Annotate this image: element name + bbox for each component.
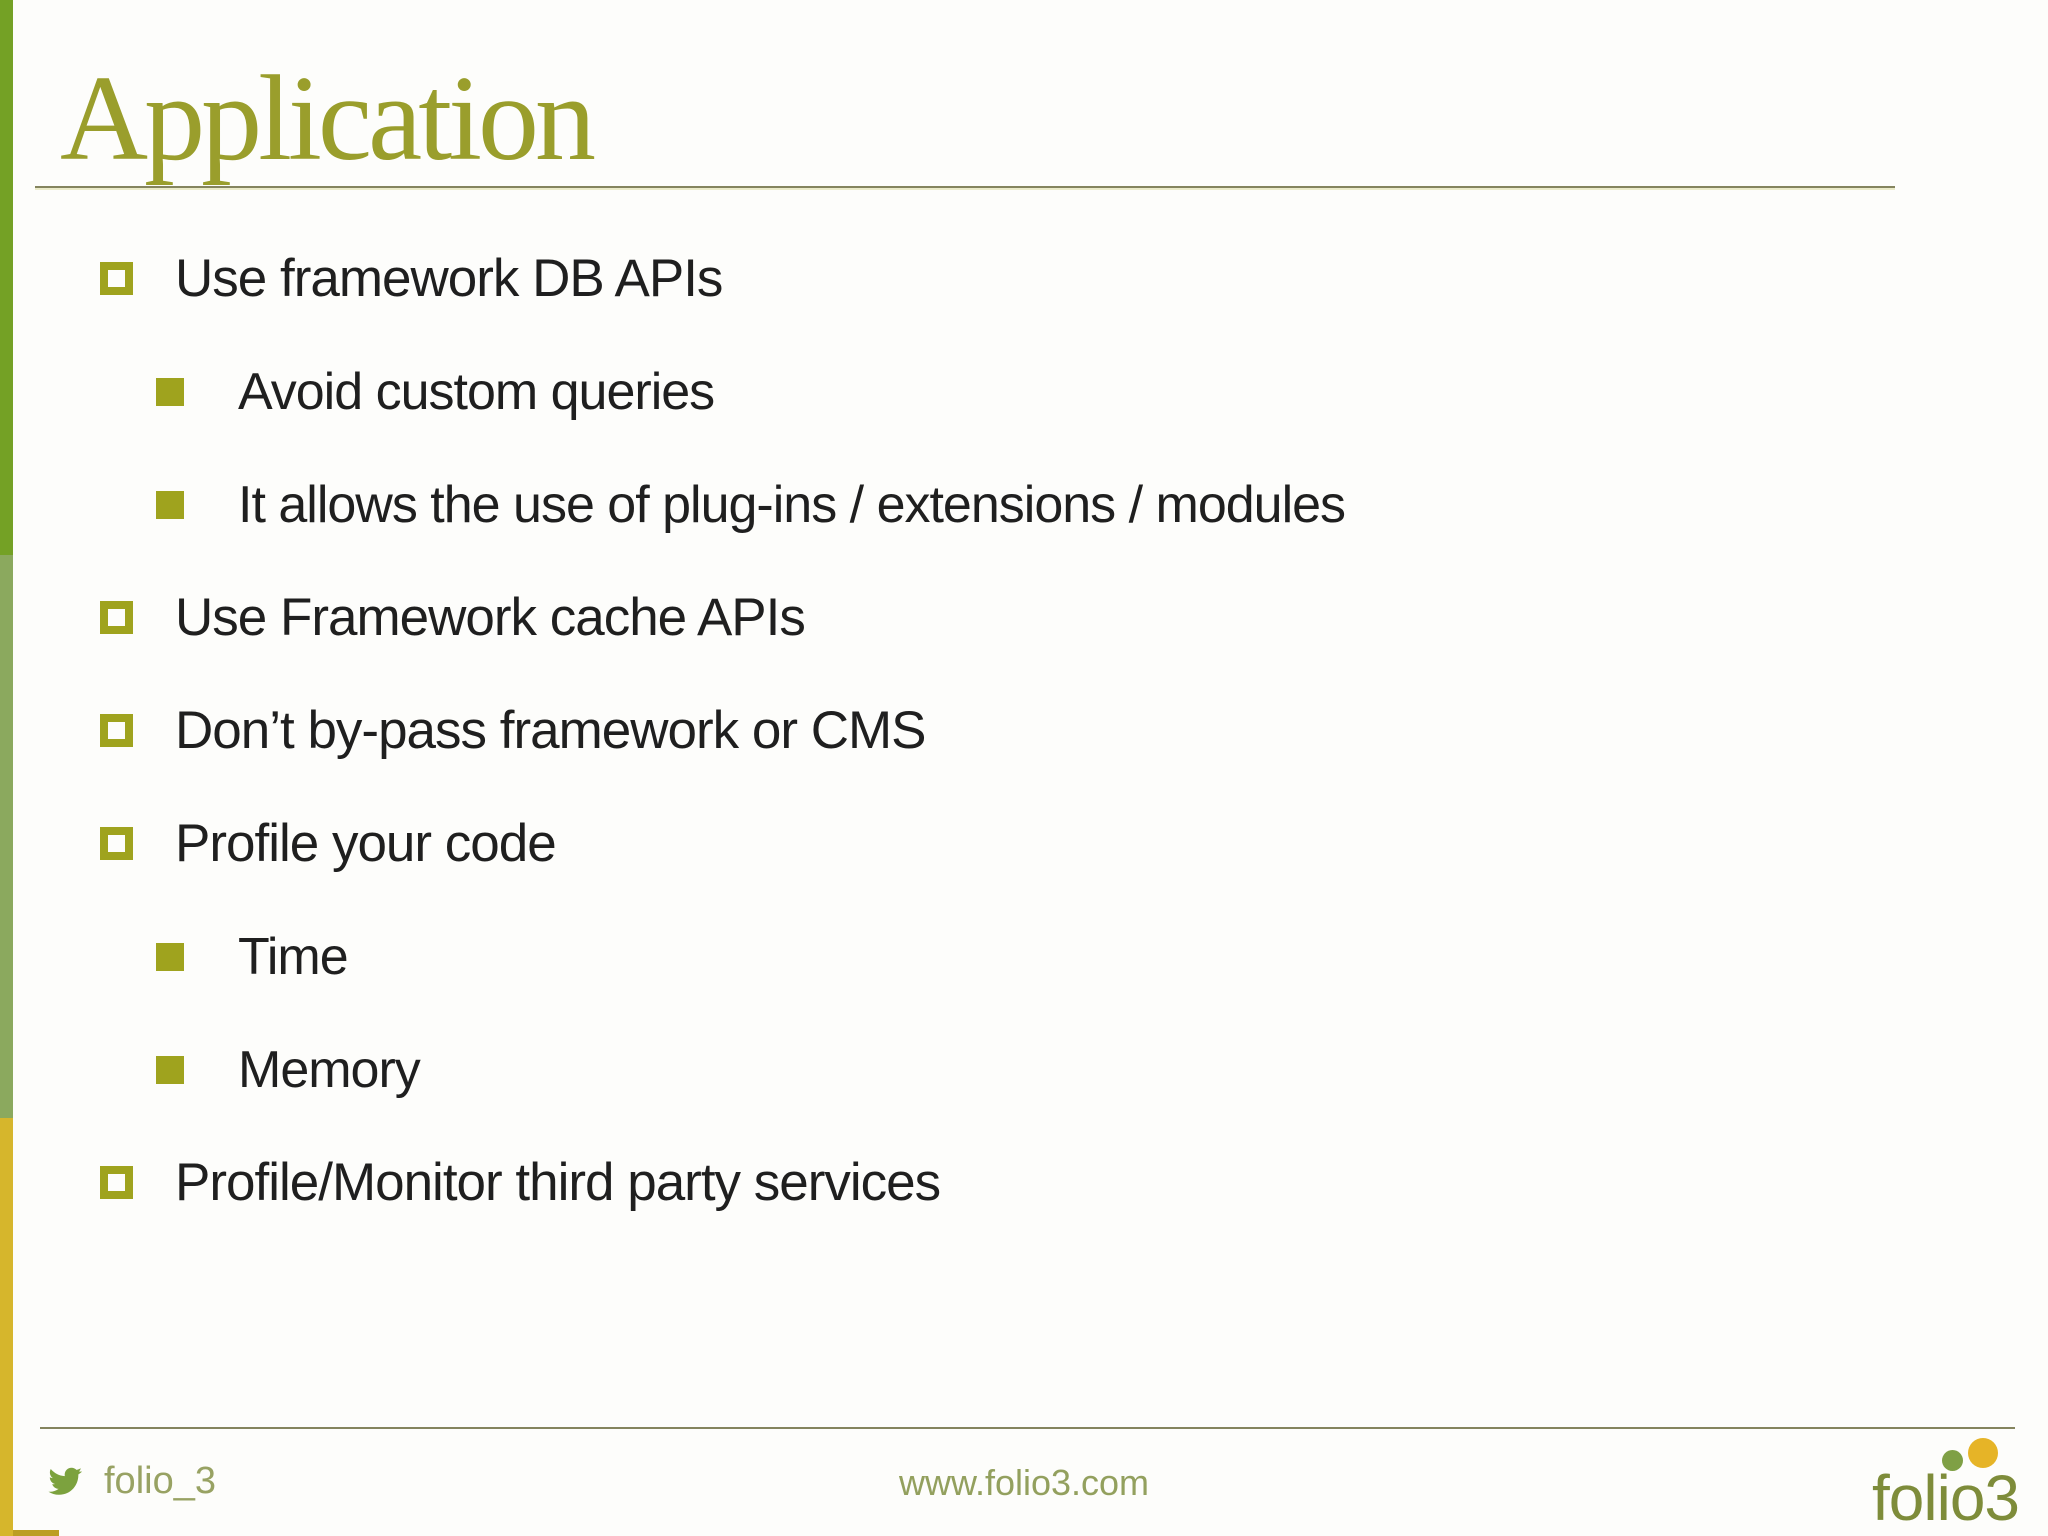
- title-divider: [35, 186, 1895, 188]
- square-bullet-icon: [156, 942, 184, 971]
- folio3-logo: folio3: [1872, 1438, 2022, 1530]
- square-bullet-icon: [156, 1055, 184, 1084]
- bullet-text: Use framework DB APIs: [175, 249, 723, 308]
- square-bullet-icon: [100, 262, 133, 295]
- logo-dot-gold-icon: [1968, 1438, 1998, 1468]
- list-item: Avoid custom queries: [156, 335, 2048, 448]
- logo-dot-green-icon: [1942, 1450, 1963, 1471]
- list-item: Use framework DB APIs: [100, 222, 2048, 335]
- bottom-gold-notch: [13, 1530, 59, 1536]
- footer-twitter: folio_3: [44, 1460, 216, 1503]
- bullet-list: Use framework DB APIs Avoid custom queri…: [0, 222, 2048, 1239]
- square-bullet-icon: [100, 1166, 133, 1199]
- twitter-bird-icon: [44, 1464, 86, 1500]
- square-bullet-icon: [100, 827, 133, 860]
- bullet-text: Profile/Monitor third party services: [175, 1153, 941, 1212]
- twitter-handle-label: folio_3: [104, 1460, 216, 1502]
- list-item: Profile/Monitor third party services: [100, 1126, 2048, 1239]
- footer-divider: [40, 1427, 2015, 1429]
- bullet-text: Memory: [238, 1040, 421, 1099]
- list-item: Don’t by-pass framework or CMS: [100, 674, 2048, 787]
- square-bullet-icon: [156, 490, 184, 519]
- logo-text: folio3: [1872, 1462, 2020, 1534]
- list-item: It allows the use of plug-ins / extensio…: [156, 448, 2048, 561]
- list-item: Time: [156, 900, 2048, 1013]
- bullet-text: Time: [238, 927, 349, 986]
- footer-website-label: www.folio3.com: [898, 1462, 1150, 1503]
- left-accent-bar: [0, 0, 13, 1536]
- bullet-text: It allows the use of plug-ins / extensio…: [238, 475, 1346, 534]
- square-bullet-icon: [156, 377, 184, 406]
- list-item: Profile your code: [100, 787, 2048, 900]
- square-bullet-icon: [100, 601, 133, 634]
- bullet-text: Profile your code: [175, 814, 557, 873]
- bullet-text: Avoid custom queries: [238, 362, 715, 421]
- left-bar-segment-middle: [0, 555, 13, 1118]
- left-bar-segment-top: [0, 0, 13, 555]
- bullet-text: Use Framework cache APIs: [175, 588, 806, 647]
- list-item: Memory: [156, 1013, 2048, 1126]
- page-title: Application: [60, 51, 596, 186]
- list-item: Use Framework cache APIs: [100, 561, 2048, 674]
- bullet-text: Don’t by-pass framework or CMS: [175, 701, 926, 760]
- square-bullet-icon: [100, 714, 133, 747]
- left-bar-segment-bottom: [0, 1118, 13, 1536]
